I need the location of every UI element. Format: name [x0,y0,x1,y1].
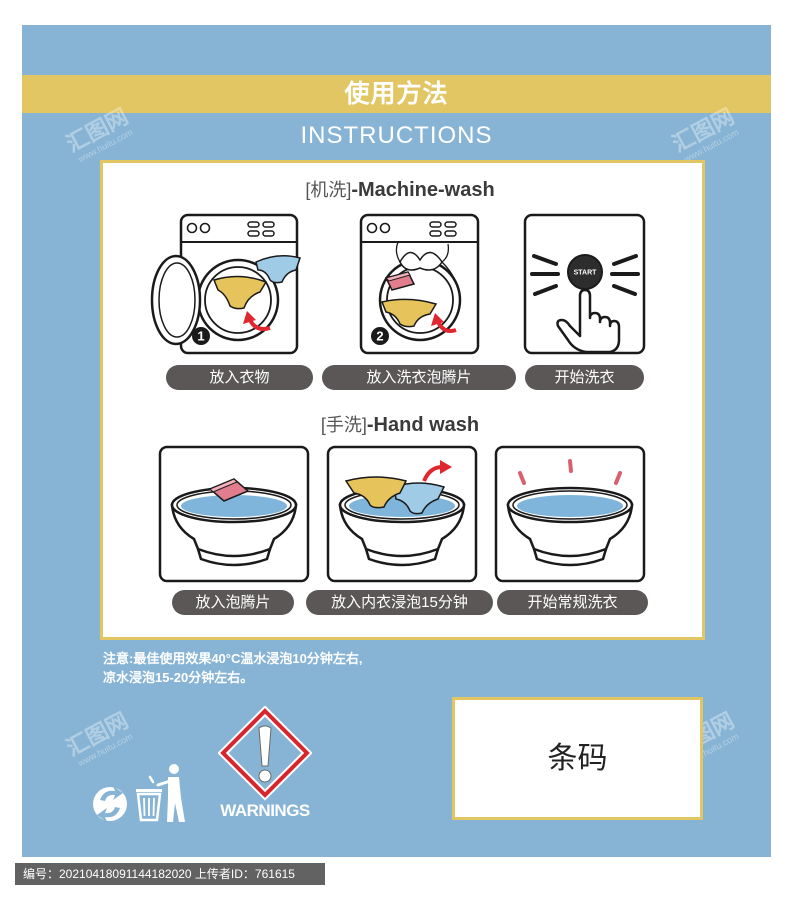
step-label: 放入洗衣泡腾片 [322,365,516,390]
upload-info-strip: 编号：20210418091144182020 上传者ID：761615 [15,863,325,885]
machine-wash-heading-cn: [机洗] [305,180,352,200]
step-number-badge: 1 [197,329,204,344]
usage-note-line: 凉水浸泡15-20分钟左右。 [103,670,254,685]
step-label: 开始洗衣 [525,365,644,390]
page-title-cn: 使用方法 [344,80,449,108]
barcode-placeholder: 条码 [452,697,703,820]
barcode-label: 条码 [547,742,608,775]
warning-label: WARNINGS [220,801,310,820]
step-label: 放入内衣浸泡15分钟 [306,590,493,615]
title-band [22,75,771,113]
usage-note: 注意:最佳使用效果40°C温水浸泡10分钟左右, 凉水浸泡15-20分钟左右。 [103,649,523,687]
machine-wash-heading: [机洗]-Machine-wash [230,177,570,203]
disposal-icons [93,764,185,822]
hand-wash-heading-en: -Hand wash [366,414,480,436]
step-label: 放入衣物 [166,365,313,390]
basin-soak-garments-icon [326,445,478,583]
trash-disposal-icon [136,764,185,822]
recycle-icon [93,786,127,822]
usage-note-line: 注意:最佳使用效果40°C温水浸泡10分钟左右, [103,651,363,666]
step-label: 放入泡腾片 [172,590,294,615]
warning-diamond-icon [218,706,312,801]
step-number-badge: 2 [376,329,383,344]
page-title-en: INSTRUCTIONS [300,122,493,149]
washer-load-clothes-icon: 1 [150,213,301,355]
hand-wash-heading: [手洗]-Hand wash [230,412,570,438]
washer-add-tablet-icon: 2 [359,213,480,355]
start-button-icon: START [523,213,646,355]
machine-wash-heading-en: -Machine-wash [351,179,495,201]
basin-regular-wash-icon [494,445,646,583]
hand-wash-heading-cn: [手洗] [320,415,367,435]
basin-add-tablet-icon [158,445,310,583]
step-label: 开始常规洗衣 [497,590,648,615]
start-button-text: START [574,270,598,277]
